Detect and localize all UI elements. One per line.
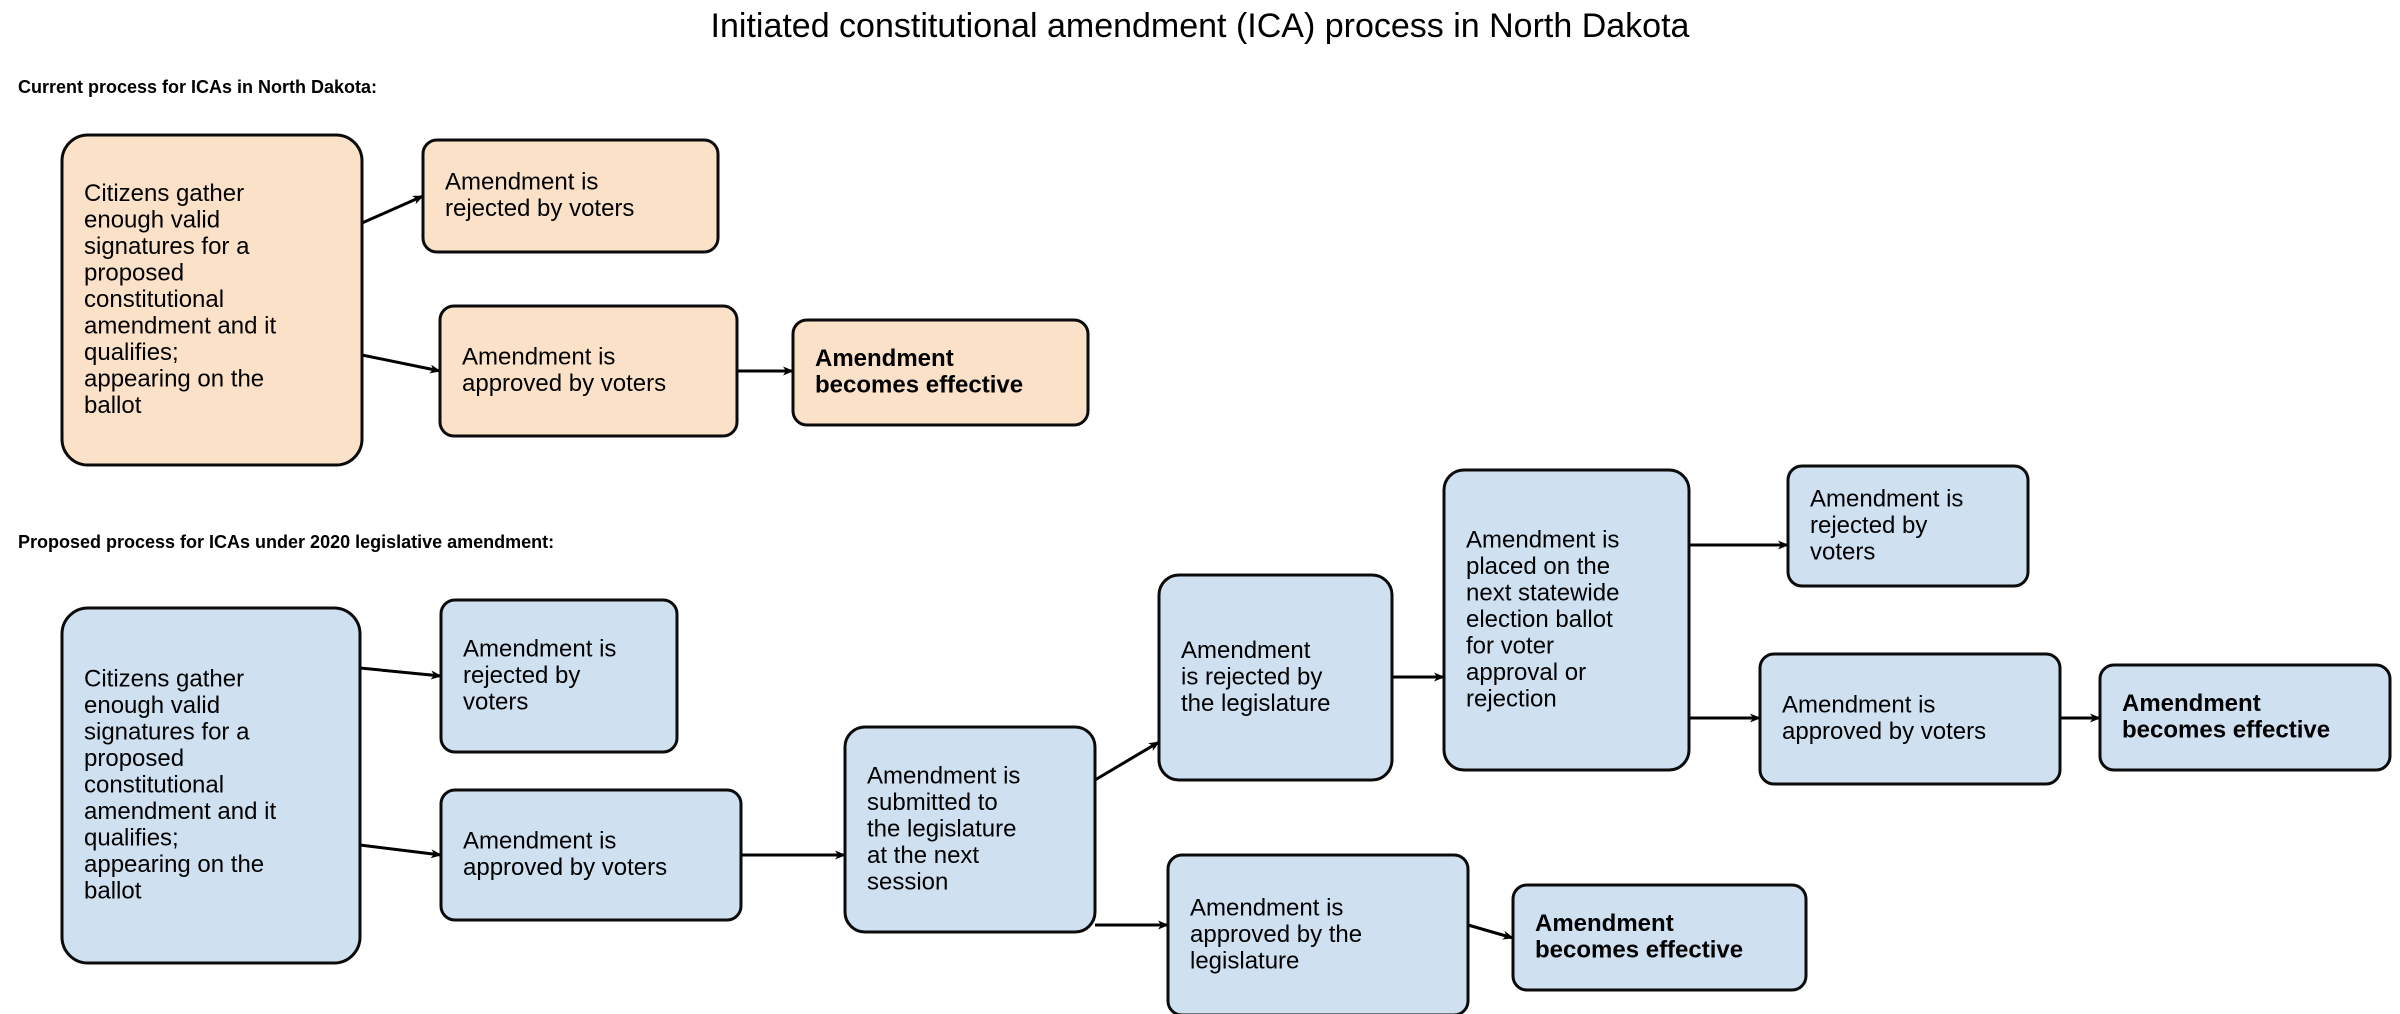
- flow-arrow-p10-to-p11: [1467, 923, 1514, 940]
- edge-layer: [359, 194, 2101, 940]
- node-box: [1166, 853, 1470, 1014]
- node-box: [1511, 883, 1808, 992]
- flow-arrow-p1-to-p2: [359, 666, 442, 680]
- node-box: [60, 133, 364, 467]
- node-box: [843, 725, 1097, 934]
- node-box: [439, 788, 743, 922]
- node-box: [1442, 468, 1691, 772]
- node-box: [2098, 663, 2392, 772]
- node-box: [1157, 573, 1394, 782]
- node-box: [421, 138, 720, 254]
- node-box: [439, 598, 679, 754]
- node-box: [60, 606, 362, 965]
- flow-arrow-c1-to-c3: [361, 353, 441, 374]
- flow-arrow-p1-to-p3: [359, 843, 442, 859]
- page-title: Initiated constitutional amendment (ICA)…: [710, 7, 1690, 45]
- section-label-proposed: Proposed process for ICAs under 2020 leg…: [18, 532, 555, 552]
- node-box: [791, 318, 1090, 427]
- node-box: [1758, 652, 2062, 786]
- flow-arrow-c1-to-c2: [361, 194, 424, 225]
- flow-arrow-p4-to-p5: [1094, 740, 1160, 782]
- node-box: [1786, 464, 2030, 588]
- node-box: [438, 304, 739, 438]
- section-label-current: Current process for ICAs in North Dakota…: [18, 77, 378, 97]
